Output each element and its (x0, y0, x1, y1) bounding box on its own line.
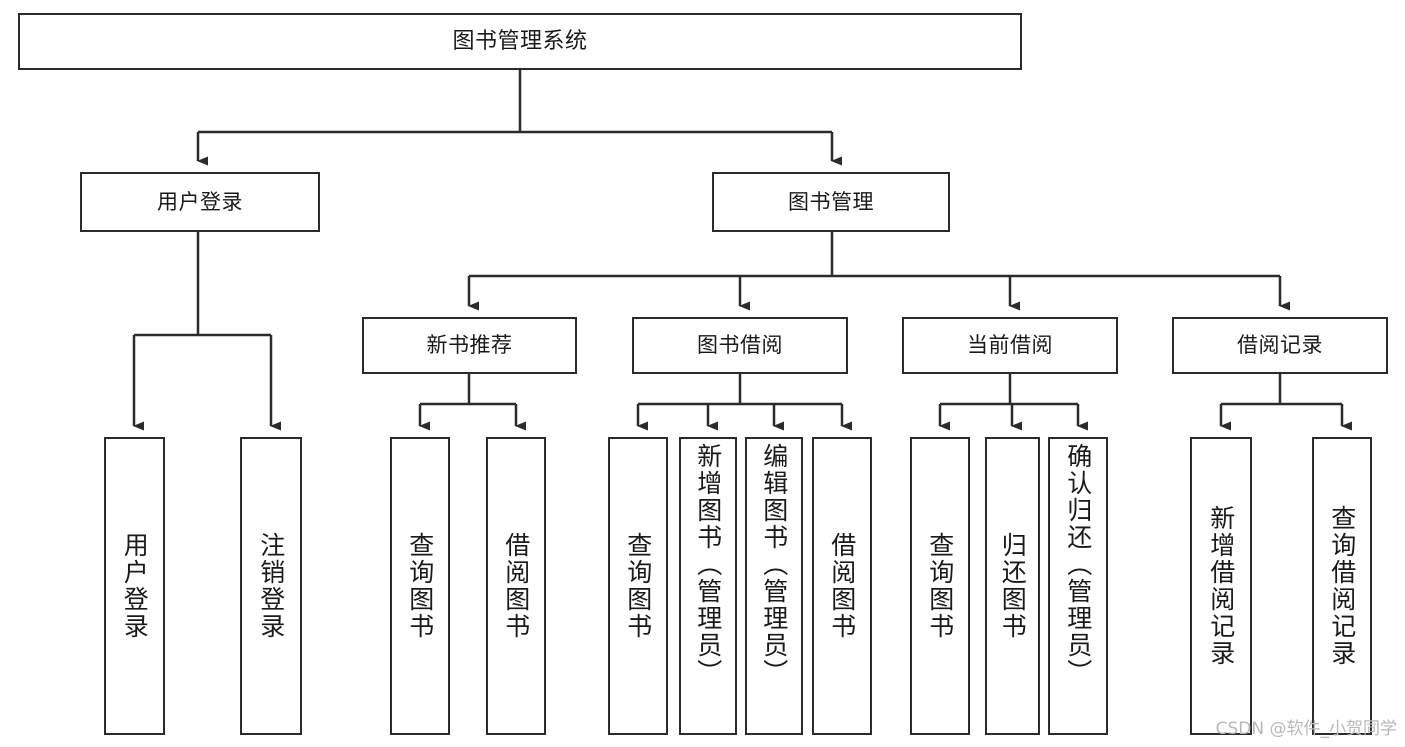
node-label: 借阅记录 (1237, 333, 1323, 358)
leaf-borrow-books-borrowing[interactable]: 借阅图书 (812, 437, 872, 735)
leaf-edit-book-admin[interactable]: 编辑图书（管理员） (745, 437, 803, 735)
node-label: 确认归还（管理员） (1063, 443, 1093, 686)
node-label: 新增图书（管理员） (693, 443, 723, 686)
node-book-borrowing[interactable]: 图书借阅 (632, 317, 848, 374)
leaf-query-books-borrowing[interactable]: 查询图书 (608, 437, 668, 735)
node-label: 查询图书 (405, 532, 435, 640)
node-label: 借阅图书 (501, 532, 531, 640)
leaf-borrow-books-recommendation[interactable]: 借阅图书 (486, 437, 546, 735)
node-label: 注销登录 (256, 532, 286, 640)
node-label: 新增借阅记录 (1206, 505, 1236, 667)
leaf-add-borrowing-record[interactable]: 新增借阅记录 (1190, 437, 1252, 735)
leaf-query-books-recommendation[interactable]: 查询图书 (390, 437, 450, 735)
node-label: 图书借阅 (697, 333, 783, 358)
node-root-book-management-system[interactable]: 图书管理系统 (18, 13, 1022, 70)
node-borrowing-records[interactable]: 借阅记录 (1172, 317, 1388, 374)
watermark: CSDN @软件_小贺同学 (1215, 719, 1397, 739)
node-label: 查询图书 (925, 532, 955, 640)
node-label: 查询借阅记录 (1327, 505, 1357, 667)
node-label: 新书推荐 (426, 333, 513, 358)
node-label: 归还图书 (998, 532, 1028, 640)
node-label: 图书管理系统 (452, 28, 588, 54)
node-label: 编辑图书（管理员） (759, 443, 789, 686)
node-label: 查询图书 (623, 532, 653, 640)
leaf-query-borrowing-record[interactable]: 查询借阅记录 (1312, 437, 1372, 735)
leaf-user-login[interactable]: 用户登录 (104, 437, 165, 735)
node-user-login[interactable]: 用户登录 (80, 172, 320, 232)
node-label: 借阅图书 (827, 532, 857, 640)
node-label: 图书管理 (788, 189, 874, 214)
leaf-confirm-return-admin[interactable]: 确认归还（管理员） (1048, 437, 1108, 735)
node-current-borrowing[interactable]: 当前借阅 (902, 317, 1118, 374)
leaf-logout[interactable]: 注销登录 (240, 437, 302, 735)
node-new-book-recommendation[interactable]: 新书推荐 (362, 317, 577, 374)
node-label: 当前借阅 (967, 333, 1053, 358)
leaf-query-books-current[interactable]: 查询图书 (910, 437, 970, 735)
leaf-return-books[interactable]: 归还图书 (985, 437, 1040, 735)
node-label: 用户登录 (157, 189, 243, 214)
leaf-add-book-admin[interactable]: 新增图书（管理员） (679, 437, 737, 735)
node-book-management[interactable]: 图书管理 (712, 172, 950, 232)
node-label: 用户登录 (120, 532, 150, 640)
